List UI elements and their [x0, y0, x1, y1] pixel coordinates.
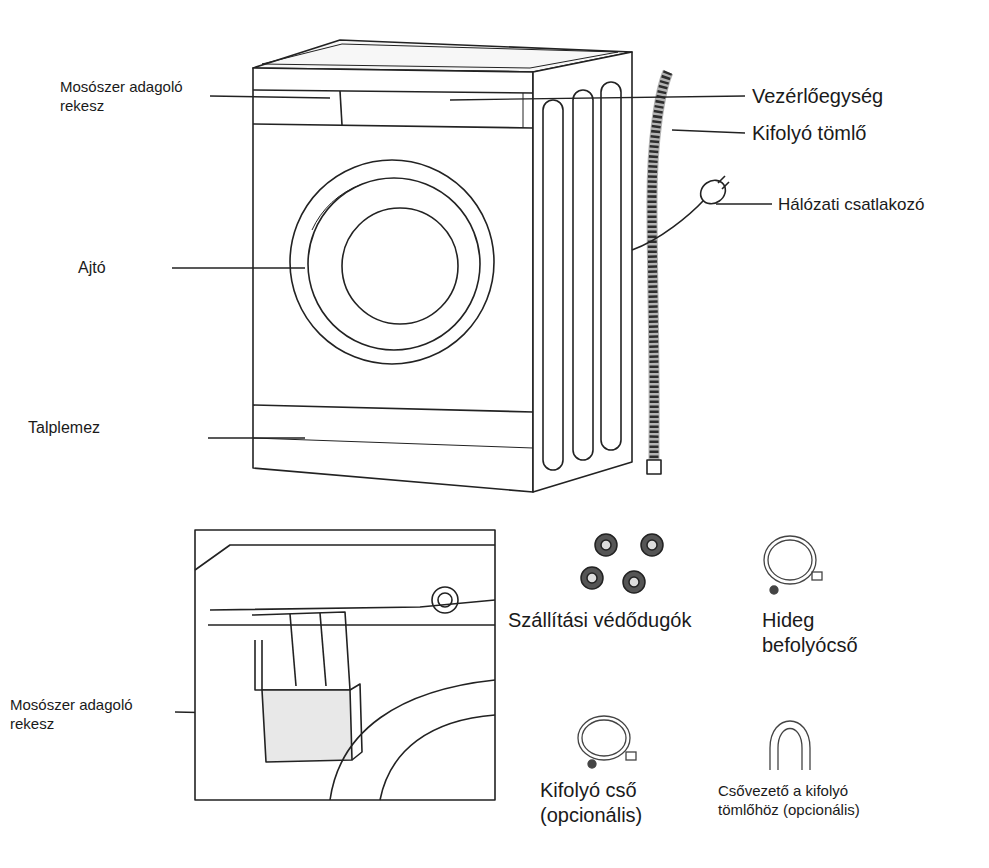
accessory-label: Hideg befolyócső [762, 608, 882, 658]
part-label: Ajtó [78, 258, 168, 278]
part-label: Hálózati csatlakozó [778, 194, 988, 215]
part-label: Talplemez [28, 418, 178, 438]
part-label: Vezérlőegység [752, 84, 972, 109]
accessory-label: Kifolyó cső (opcionális) [540, 778, 690, 828]
part-label: Kifolyó tömlő [752, 121, 972, 146]
part-label: Mosószer adagoló rekesz [60, 78, 205, 116]
accessory-label: Szállítási védődugók [508, 608, 748, 633]
part-label: Mosószer adagoló rekesz [10, 696, 170, 734]
accessory-label: Csővezető a kifolyó tömlőhöz (opcionális… [718, 782, 883, 820]
